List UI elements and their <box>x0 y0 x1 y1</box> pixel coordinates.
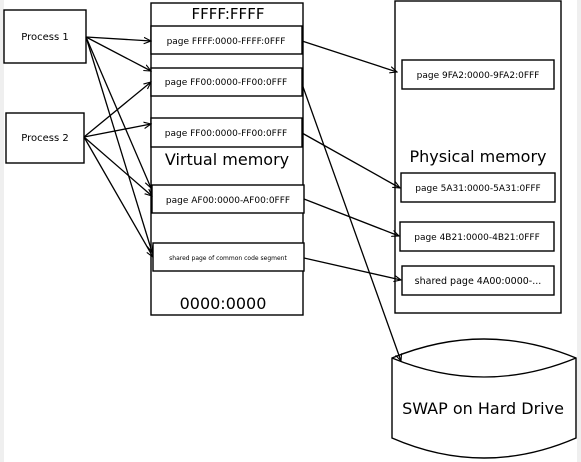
virtual-page-ff00-b-label: page FF00:0000-FF00:0FFF <box>165 129 287 139</box>
edge-ff00-b-to-5a31 <box>301 132 400 188</box>
edge-p2-to-ff00-a <box>83 82 151 138</box>
physical-page-5a31-label: page 5A31:0000-5A31:0FFF <box>415 184 540 194</box>
virtual-page-ff00-b[interactable]: page FF00:0000-FF00:0FFF <box>150 117 303 148</box>
virtual-page-shared-code[interactable]: shared page of common code segment <box>152 242 305 272</box>
physical-page-9fa2[interactable]: page 9FA2:0000-9FA2:0FFF <box>401 59 555 90</box>
physical-page-4a00-shared-label: shared page 4A00:0000-... <box>415 276 542 287</box>
virtual-memory-top-address: FFFF:FFFF <box>192 5 265 23</box>
virtual-memory-bottom-address: 0000:0000 <box>180 294 267 313</box>
edge-af00-to-4b21 <box>303 198 399 236</box>
virtual-page-af00-label: page AF00:0000-AF00:0FFF <box>166 196 290 206</box>
edge-p2-to-shared-code <box>83 136 153 257</box>
physical-page-4b21-label: page 4B21:0000-4B21:0FFF <box>414 233 540 243</box>
edge-ffff-to-9fa2 <box>301 40 397 72</box>
edge-p2-to-af00 <box>83 136 152 196</box>
right-margin-strip <box>577 0 581 462</box>
physical-page-5a31[interactable]: page 5A31:0000-5A31:0FFF <box>400 172 556 203</box>
edge-p1-to-af00 <box>85 36 151 188</box>
virtual-page-ff00-a[interactable]: page FF00:0000-FF00:0FFF <box>150 67 303 97</box>
physical-page-9fa2-label: page 9FA2:0000-9FA2:0FFF <box>417 71 540 81</box>
process-1-node[interactable]: Process 1 <box>3 9 87 64</box>
edge-shared-code-to-4a00 <box>303 257 401 280</box>
process-1-label: Process 1 <box>21 32 68 43</box>
swap-label: SWAP on Hard Drive <box>402 399 564 418</box>
physical-page-4b21[interactable]: page 4B21:0000-4B21:0FFF <box>399 221 555 252</box>
process-2-node[interactable]: Process 2 <box>5 112 85 164</box>
process-2-label: Process 2 <box>21 133 68 144</box>
virtual-page-af00[interactable]: page AF00:0000-AF00:0FFF <box>151 184 305 214</box>
physical-memory-label: Physical memory <box>409 147 546 166</box>
virtual-page-ffff[interactable]: page FFFF:0000-FFFF:0FFF <box>150 25 303 55</box>
physical-memory-block: Physical memory <box>394 0 562 314</box>
swap-hard-drive[interactable]: SWAP on Hard Drive <box>391 338 577 459</box>
virtual-page-ffff-label: page FFFF:0000-FFFF:0FFF <box>167 37 286 47</box>
physical-page-4a00-shared[interactable]: shared page 4A00:0000-... <box>401 265 555 296</box>
left-margin-strip <box>0 0 4 462</box>
virtual-page-shared-code-label: shared page of common code segment <box>169 255 287 262</box>
edge-ff00-a-to-swap <box>301 83 401 361</box>
edge-p1-to-ffff <box>85 36 151 41</box>
virtual-page-ff00-a-label: page FF00:0000-FF00:0FFF <box>165 78 287 88</box>
virtual-memory-label: Virtual memory <box>165 150 289 169</box>
edge-p1-to-ff00-a <box>85 36 151 71</box>
edge-p2-to-ff00-b <box>83 124 151 138</box>
edge-p1-to-shared-code <box>85 36 152 252</box>
